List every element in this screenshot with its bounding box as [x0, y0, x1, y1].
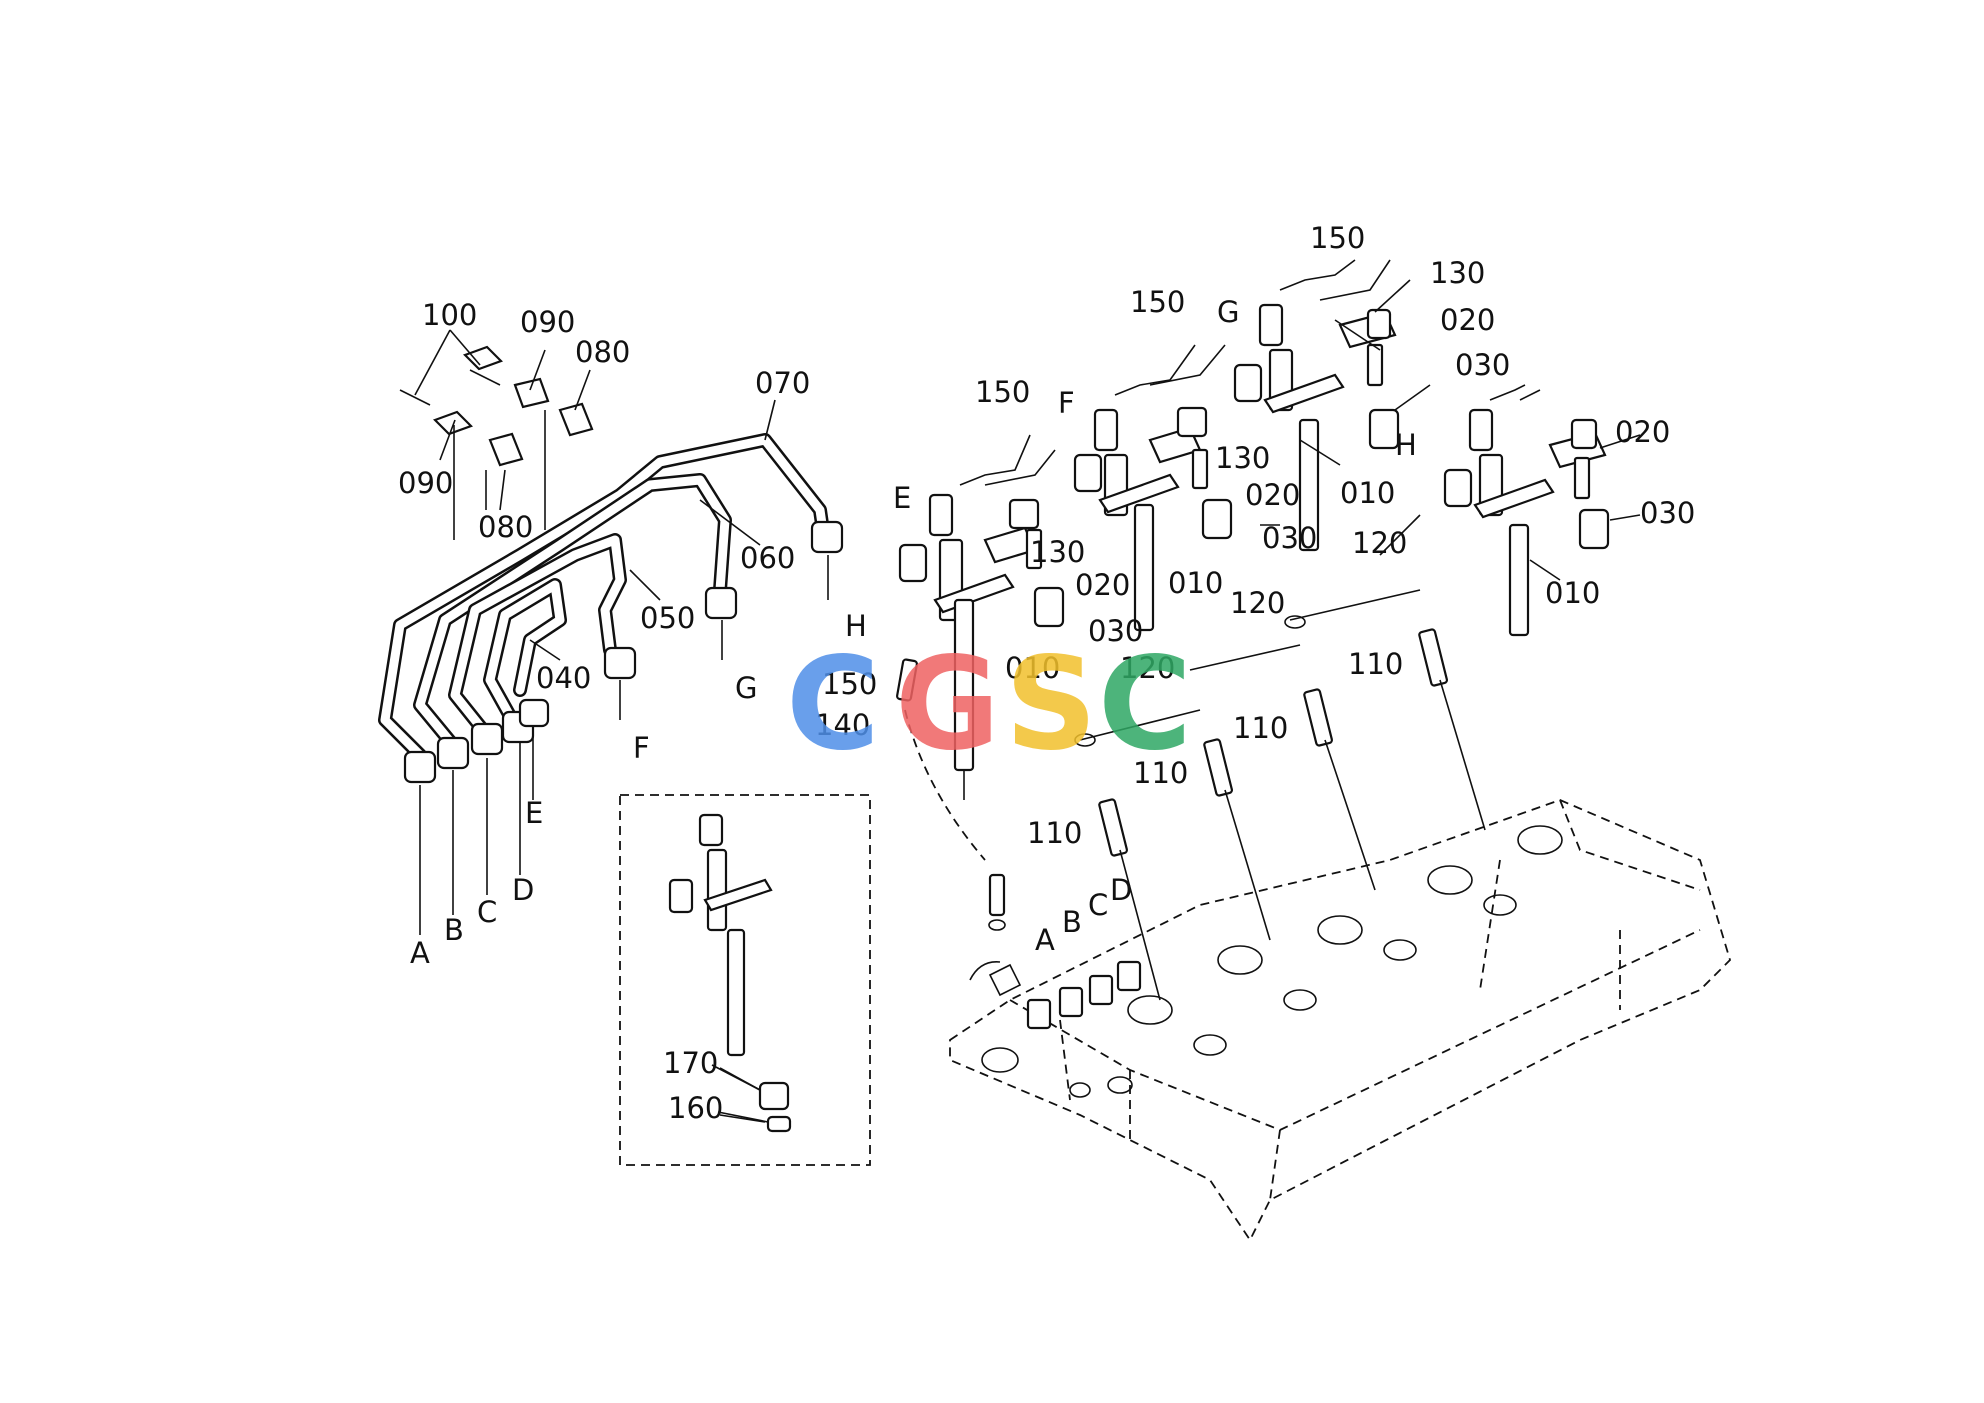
outlet-mark-D: D — [1110, 873, 1132, 907]
label-030: 030 — [1455, 348, 1510, 382]
pipe-end-E: E — [525, 796, 543, 830]
label-110: 110 — [1027, 816, 1082, 850]
outlet-mark-B: B — [1062, 905, 1082, 939]
pipe-end-C: C — [477, 895, 497, 929]
label-010: 010 — [1005, 651, 1060, 685]
pipe-end-H: H — [845, 609, 867, 643]
pipe-clamps — [399, 345, 594, 540]
pump-outlets — [969, 960, 1142, 1030]
label-060: 060 — [740, 541, 795, 575]
label-030: 030 — [1640, 496, 1695, 530]
label-120: 120 — [1352, 526, 1407, 560]
label-160: 160 — [668, 1091, 723, 1125]
injection-pipes-assembly — [378, 433, 844, 935]
label-010: 010 — [1340, 476, 1395, 510]
injector-group-f — [1073, 344, 1233, 632]
label-010: 010 — [1545, 576, 1600, 610]
inset-box — [619, 794, 871, 1166]
label-020: 020 — [1440, 303, 1495, 337]
label-090: 090 — [520, 305, 575, 339]
injector-group-left — [898, 434, 1065, 800]
pipe-end-F: F — [633, 731, 650, 765]
label-070: 070 — [755, 366, 810, 400]
label-020: 020 — [1245, 478, 1300, 512]
label-100: 100 — [422, 298, 477, 332]
injector-mark-E: E — [893, 481, 911, 515]
label-020: 020 — [1075, 568, 1130, 602]
part-number-labels: 100 090 080 090 080 070 060 050 040 A B … — [398, 221, 1695, 1125]
label-120: 120 — [1230, 586, 1285, 620]
injector-mark-H: H — [1395, 428, 1417, 462]
label-120: 120 — [1120, 651, 1175, 685]
pipe-end-G: G — [735, 671, 757, 705]
watermark-letter-s: S — [1005, 630, 1097, 779]
label-110: 110 — [1133, 756, 1188, 790]
label-080: 080 — [575, 335, 630, 369]
label-030: 030 — [1088, 614, 1143, 648]
label-030: 030 — [1262, 521, 1317, 555]
pipe-end-A: A — [410, 936, 430, 970]
leader-lines — [414, 279, 1641, 661]
glow-plug-leads — [1074, 589, 1421, 747]
label-040: 040 — [536, 661, 591, 695]
watermark-letter-c1: C — [786, 630, 880, 779]
injector-mark-G: G — [1217, 295, 1239, 329]
glow-plugs — [1098, 628, 1486, 1001]
label-140: 140 — [815, 708, 870, 742]
label-110: 110 — [1348, 647, 1403, 681]
outlet-mark-A: A — [1035, 923, 1055, 957]
watermark-letter-g: G — [895, 630, 1000, 779]
watermark-logo: C G S C — [786, 630, 1192, 779]
label-150: 150 — [1310, 221, 1365, 255]
label-020: 020 — [1615, 415, 1670, 449]
pipe-end-D: D — [512, 873, 534, 907]
injector-group-g — [1233, 259, 1400, 552]
label-130: 130 — [1030, 535, 1085, 569]
pipe-end-B: B — [444, 913, 464, 947]
label-130: 130 — [1430, 256, 1485, 290]
leak-off-pipes — [984, 259, 1541, 486]
label-110: 110 — [1233, 711, 1288, 745]
outlet-mark-C: C — [1088, 888, 1108, 922]
label-010: 010 — [1168, 566, 1223, 600]
watermark-letter-c2: C — [1098, 630, 1192, 779]
injector-mark-F: F — [1058, 386, 1075, 420]
label-080: 080 — [478, 510, 533, 544]
cylinder-head — [949, 799, 1732, 1242]
inset-leaders — [711, 1064, 769, 1123]
label-150: 150 — [1130, 285, 1185, 319]
injector-group-h — [1443, 384, 1610, 637]
label-090: 090 — [398, 466, 453, 500]
label-150: 150 — [822, 667, 877, 701]
overflow-hose — [896, 658, 1006, 931]
label-130: 130 — [1215, 441, 1270, 475]
label-150: 150 — [975, 375, 1030, 409]
label-170: 170 — [663, 1046, 718, 1080]
label-050: 050 — [640, 601, 695, 635]
